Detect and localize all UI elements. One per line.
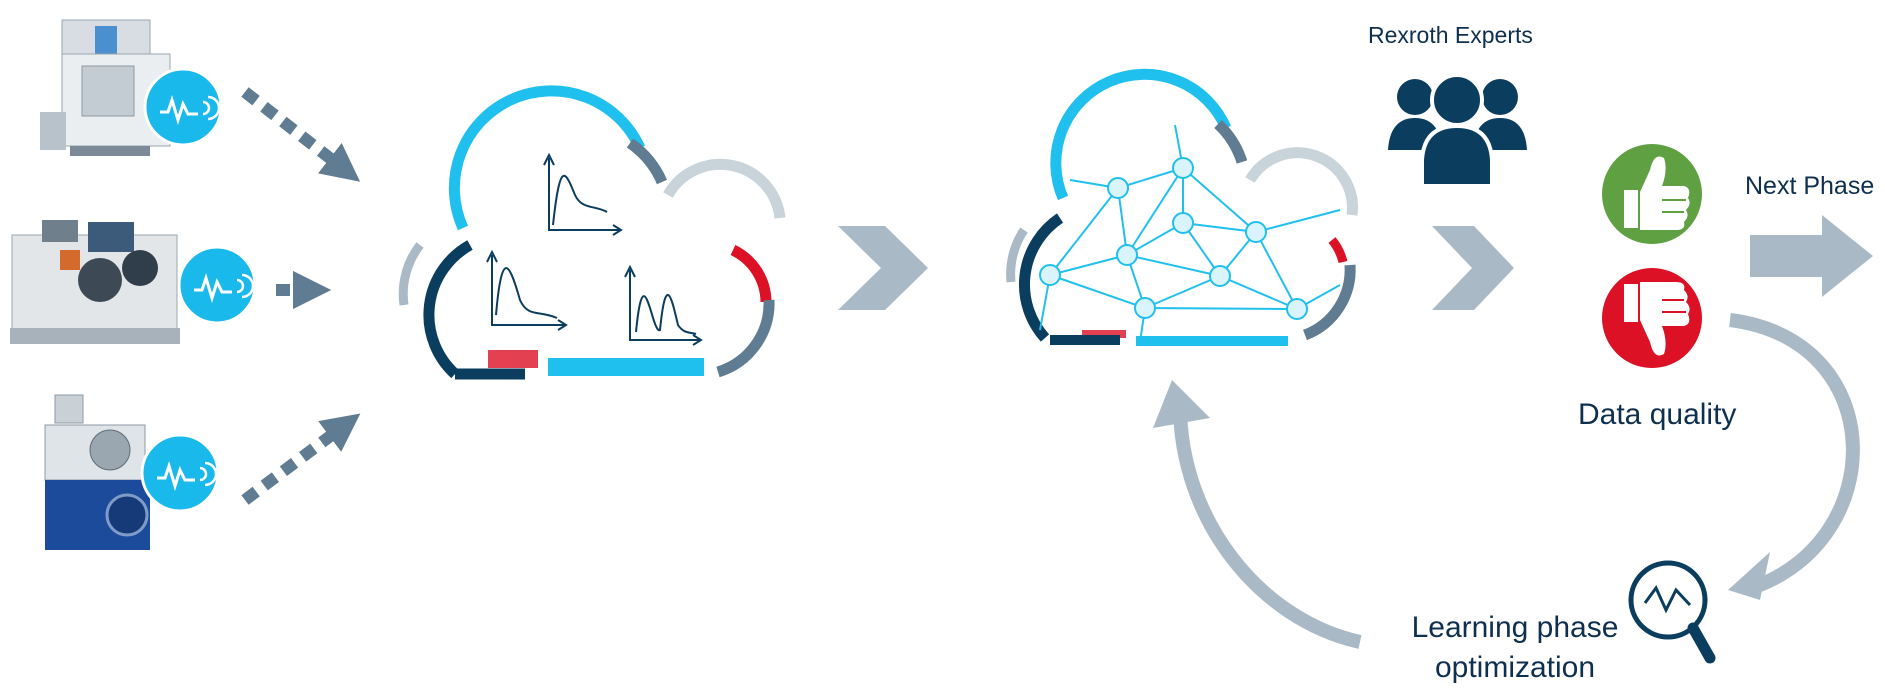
feedback-arrow-down xyxy=(1728,313,1860,600)
thumbs-up-icon xyxy=(1602,144,1702,244)
next-phase-label: Next Phase xyxy=(1745,172,1875,200)
input-arrow-3 xyxy=(241,413,361,505)
plot-icon-3 xyxy=(624,264,703,346)
people-group-icon xyxy=(1388,73,1527,188)
chevron-arrow-1 xyxy=(838,226,928,310)
neural-network-icon xyxy=(1039,124,1341,343)
experts-label: Rexroth Experts xyxy=(1368,22,1533,48)
sensor-icon-3 xyxy=(140,433,220,513)
chevron-arrow-2 xyxy=(1432,226,1514,310)
machine-2-image xyxy=(10,220,180,344)
plot-icon-1 xyxy=(543,152,623,236)
learning-phase-label: Learning phase optimization xyxy=(1404,608,1626,688)
sensor-icon-2 xyxy=(177,245,257,325)
data-cloud xyxy=(398,85,786,380)
plot-icon-2 xyxy=(486,249,568,331)
machine-3-image xyxy=(44,394,150,550)
data-quality-label: Data quality xyxy=(1578,398,1737,431)
sensor-icon-1 xyxy=(143,67,223,147)
input-arrow-1 xyxy=(241,87,361,182)
next-phase-arrow xyxy=(1750,215,1873,297)
learning-phase-line-2: optimization xyxy=(1434,651,1596,684)
feedback-arrow-up xyxy=(1153,380,1362,649)
magnifier-waveform-icon xyxy=(1628,560,1716,664)
model-cloud xyxy=(1006,68,1358,346)
thumbs-down-icon xyxy=(1602,268,1702,368)
learning-phase-line-1: Learning phase xyxy=(1411,611,1619,644)
